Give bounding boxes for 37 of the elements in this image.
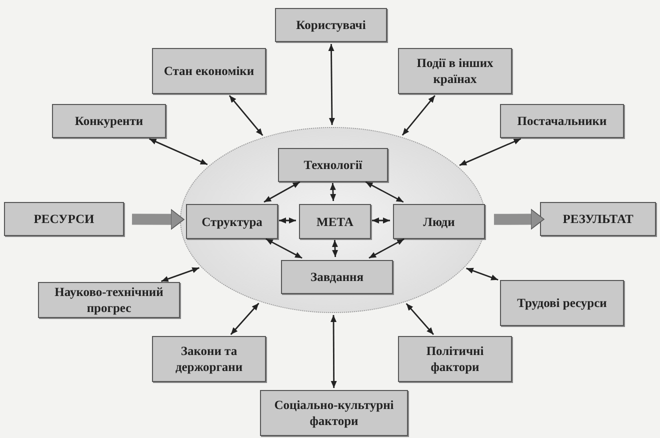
process-box: Люди — [393, 204, 485, 239]
process-box: Користувачі — [275, 8, 387, 42]
double-arrow — [402, 95, 436, 136]
block-arrow — [494, 208, 544, 230]
process-box: Структура — [186, 204, 278, 239]
double-arrow — [264, 181, 300, 203]
process-box: Конкуренти — [52, 104, 166, 138]
process-box: МЕТА — [299, 204, 371, 239]
double-arrow — [149, 138, 208, 166]
process-box: Постачальники — [500, 104, 624, 138]
double-arrow — [228, 95, 264, 136]
double-arrow — [330, 182, 336, 202]
double-arrow — [365, 181, 404, 203]
double-arrow — [466, 268, 498, 280]
double-arrow — [332, 240, 338, 258]
double-arrow — [368, 238, 404, 259]
process-box: Завдання — [281, 260, 393, 294]
process-box: Стан економіки — [152, 48, 266, 94]
process-box: РЕСУРСИ — [4, 202, 124, 236]
double-arrow — [406, 303, 434, 335]
double-arrow — [328, 44, 335, 125]
process-box: Закони та держоргани — [152, 336, 266, 382]
process-box: Події в інших країнах — [398, 48, 512, 94]
double-arrow — [161, 267, 200, 282]
block-arrow — [132, 209, 184, 230]
process-box: Технології — [278, 148, 388, 182]
process-box: Трудові ресурси — [500, 280, 624, 326]
process-box: Соціально-культурні фактори — [260, 390, 408, 436]
double-arrow — [459, 138, 522, 166]
process-box: РЕЗУЛЬТАТ — [540, 202, 656, 236]
process-box: Науково-технічний прогрес — [38, 282, 180, 318]
double-arrow — [279, 218, 296, 224]
double-arrow — [372, 218, 390, 224]
double-arrow — [230, 302, 260, 335]
double-arrow — [330, 315, 337, 388]
process-box: Політичні фактори — [398, 336, 512, 382]
double-arrow — [266, 238, 302, 259]
